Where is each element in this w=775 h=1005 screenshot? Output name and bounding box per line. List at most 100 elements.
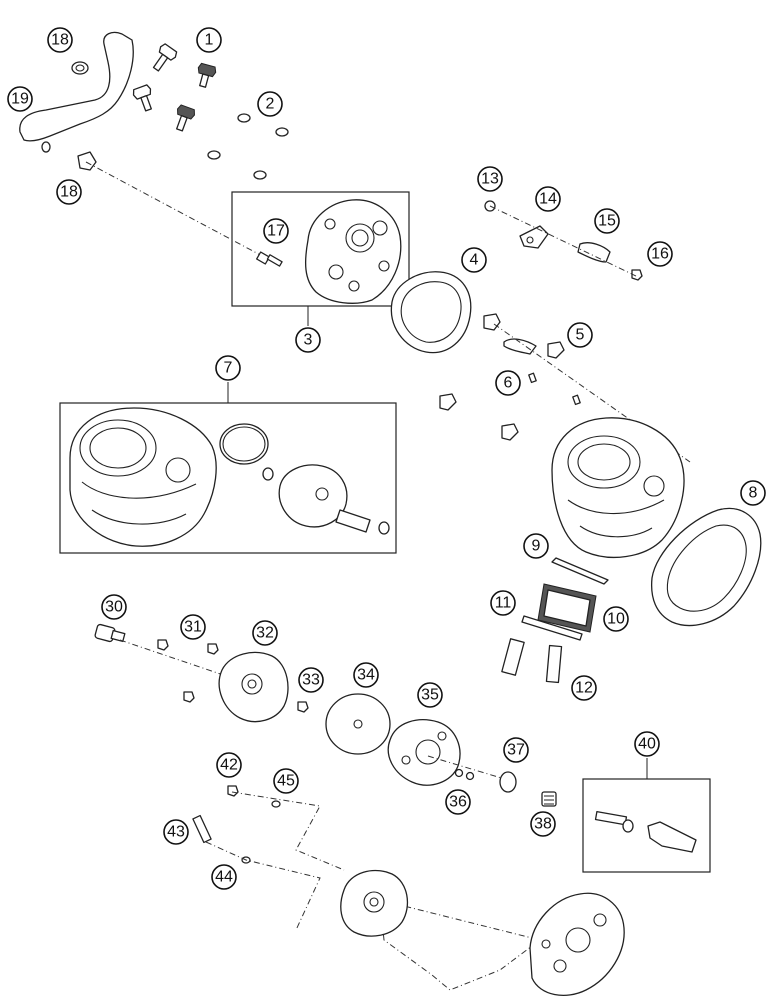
dowel-pins xyxy=(528,372,581,406)
cover-bolt-long xyxy=(94,623,126,643)
cable-bracket xyxy=(519,225,549,249)
exhaust-valve-kit-box xyxy=(582,778,711,873)
callout-32: 32 xyxy=(252,620,278,646)
svg-text:15: 15 xyxy=(598,213,616,230)
cylinder-assembly xyxy=(551,417,685,558)
callout-10: 10 xyxy=(603,606,629,632)
cylinder-head xyxy=(304,199,402,304)
svg-text:34: 34 xyxy=(357,667,375,684)
callout-8: 8 xyxy=(740,480,766,506)
svg-text:37: 37 xyxy=(507,742,525,759)
head-washers xyxy=(207,113,289,180)
cover-screws xyxy=(157,639,309,713)
reed-plate xyxy=(521,615,583,641)
cylinder-head-group-box xyxy=(231,191,410,307)
svg-text:17: 17 xyxy=(267,223,285,240)
svg-text:30: 30 xyxy=(105,599,123,616)
svg-text:38: 38 xyxy=(534,816,552,833)
callout-43: 43 xyxy=(163,819,189,845)
svg-text:18: 18 xyxy=(60,184,78,201)
svg-text:35: 35 xyxy=(421,687,439,704)
exhaust-valve-shaft xyxy=(594,810,634,833)
callout-17: 17 xyxy=(263,218,289,244)
reed-valve-block xyxy=(537,583,597,633)
bracket-lever xyxy=(577,242,611,263)
exhaust-valve-pins xyxy=(501,638,563,684)
callout-33: 33 xyxy=(298,667,324,693)
svg-text:36: 36 xyxy=(449,794,467,811)
control-screws xyxy=(192,785,281,864)
svg-text:18: 18 xyxy=(51,32,69,49)
svg-text:4: 4 xyxy=(470,252,479,269)
callout-14: 14 xyxy=(535,186,561,212)
svg-text:10: 10 xyxy=(607,611,625,628)
piston-pin xyxy=(335,509,371,533)
svg-text:42: 42 xyxy=(220,757,238,774)
callout-36: 36 xyxy=(445,789,471,815)
diaphragm xyxy=(325,693,391,755)
base-gasket xyxy=(650,507,762,627)
valve-housing xyxy=(387,719,461,786)
callout-11: 11 xyxy=(490,590,516,616)
callout-45: 45 xyxy=(273,768,299,794)
callout-18-bottom: 18 xyxy=(56,179,82,205)
callout-30: 30 xyxy=(101,594,127,620)
callout-16: 16 xyxy=(647,241,673,267)
temperature-sensor xyxy=(256,251,283,267)
coolant-hose xyxy=(19,31,134,153)
svg-text:45: 45 xyxy=(277,773,295,790)
svg-text:9: 9 xyxy=(532,538,541,555)
hose-clamp-upper xyxy=(71,61,89,75)
svg-text:16: 16 xyxy=(651,246,669,263)
svg-text:3: 3 xyxy=(304,332,313,349)
callout-42: 42 xyxy=(216,752,242,778)
callout-1: 1 xyxy=(196,27,222,53)
small-orings xyxy=(454,768,475,781)
callout-9: 9 xyxy=(523,533,549,559)
spring xyxy=(541,791,557,807)
lever-nut xyxy=(631,269,643,281)
svg-text:40: 40 xyxy=(638,736,656,753)
callout-18-top: 18 xyxy=(47,27,73,53)
cylinder-kit xyxy=(69,407,217,547)
piston xyxy=(278,464,348,528)
callout-12: 12 xyxy=(571,675,597,701)
reed-gasket xyxy=(551,557,609,585)
callout-38: 38 xyxy=(530,811,556,837)
svg-text:33: 33 xyxy=(302,672,320,689)
callout-4: 4 xyxy=(461,247,487,273)
piston-clips xyxy=(262,467,390,535)
callout-34: 34 xyxy=(353,662,379,688)
callout-19: 19 xyxy=(7,86,33,112)
valve-cover xyxy=(218,651,289,723)
svg-text:32: 32 xyxy=(256,625,274,642)
valve-cover-small xyxy=(340,869,409,937)
head-bolts xyxy=(132,43,217,132)
callout-44: 44 xyxy=(211,864,237,890)
callout-5: 5 xyxy=(567,322,593,348)
callout-40: 40 xyxy=(634,731,660,757)
svg-text:1: 1 xyxy=(205,32,214,49)
callout-2: 2 xyxy=(257,91,283,117)
svg-text:31: 31 xyxy=(184,619,202,636)
svg-text:43: 43 xyxy=(167,824,185,841)
svg-text:2: 2 xyxy=(266,96,275,113)
oring xyxy=(499,771,517,793)
svg-text:7: 7 xyxy=(224,360,233,377)
svg-text:5: 5 xyxy=(576,327,585,344)
callout-6: 6 xyxy=(495,370,521,396)
callout-7: 7 xyxy=(215,355,241,381)
svg-text:11: 11 xyxy=(495,595,512,612)
callout-31: 31 xyxy=(180,614,206,640)
svg-text:14: 14 xyxy=(539,191,557,208)
svg-text:13: 13 xyxy=(481,171,499,188)
exhaust-valve-lever xyxy=(647,821,697,853)
piston-ring xyxy=(219,423,269,465)
callout-37: 37 xyxy=(503,737,529,763)
svg-text:44: 44 xyxy=(215,869,233,886)
svg-text:8: 8 xyxy=(749,485,758,502)
cylinder-head-small xyxy=(529,892,625,996)
callout-13: 13 xyxy=(477,166,503,192)
callout-35: 35 xyxy=(417,682,443,708)
